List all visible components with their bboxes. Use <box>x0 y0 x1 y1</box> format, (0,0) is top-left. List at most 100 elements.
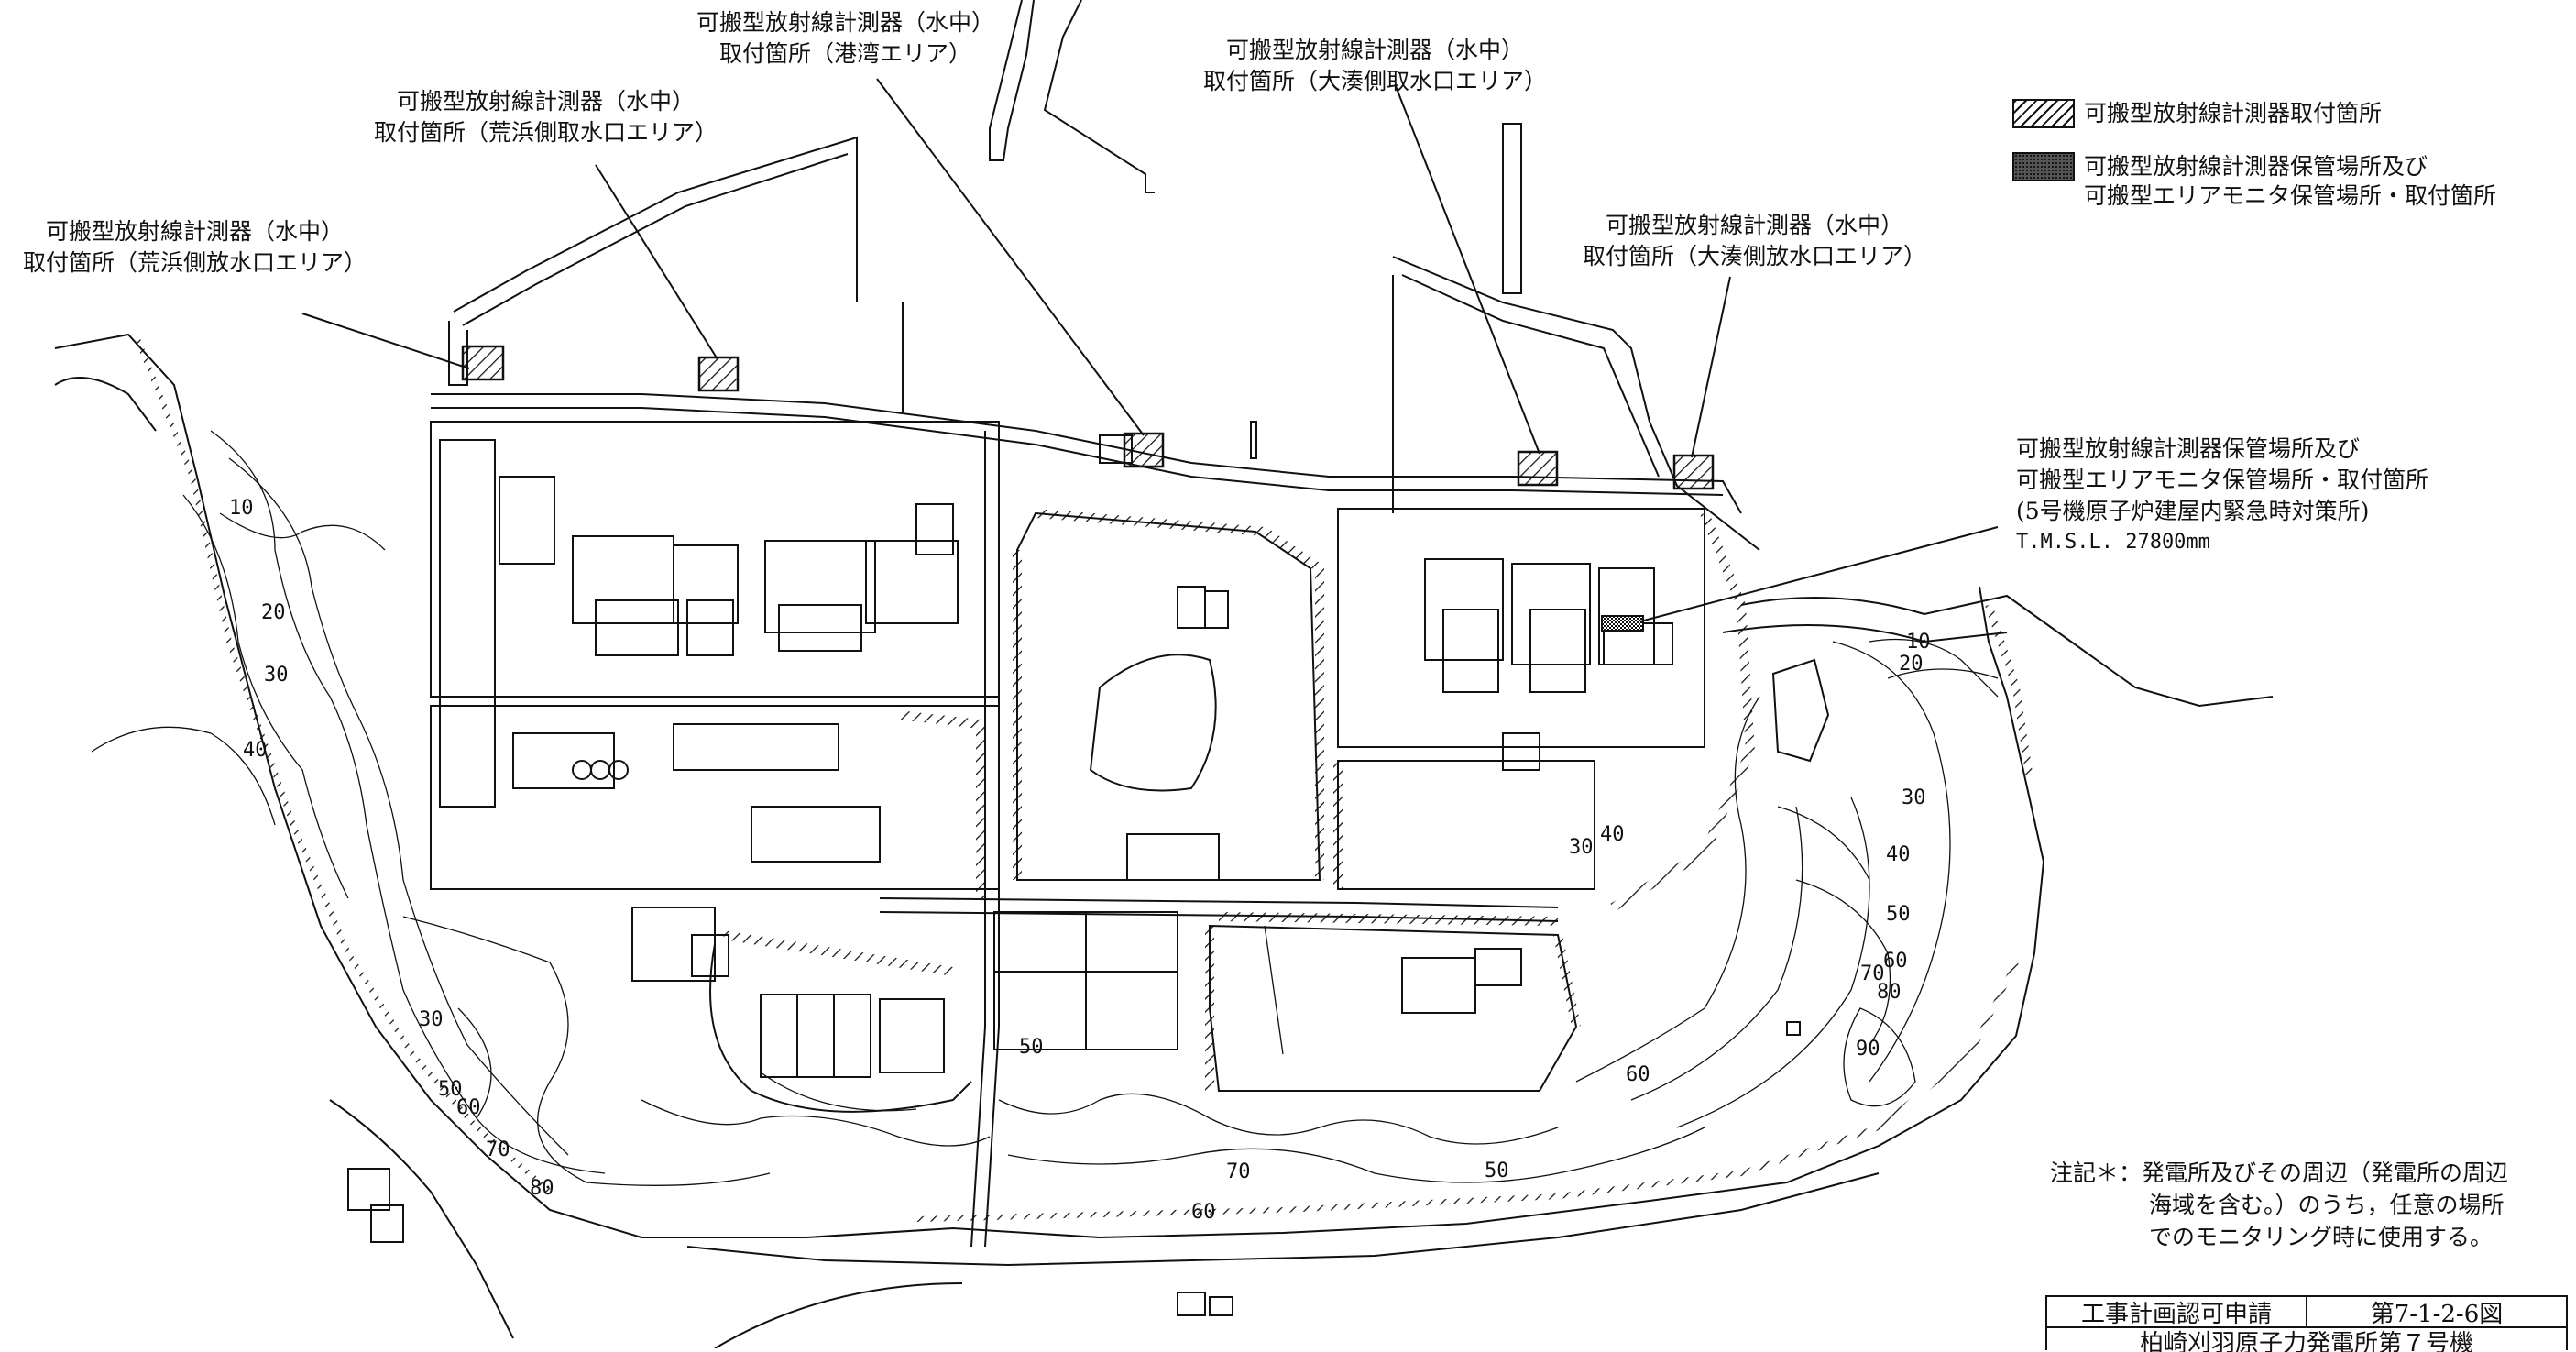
leader-storage <box>1639 526 1999 622</box>
central-building-2 <box>1204 590 1229 629</box>
tank-3 <box>608 760 629 780</box>
reactor-building-4 <box>865 540 959 624</box>
contour-label: 90 <box>1856 1038 1880 1061</box>
label-storage: 可搬型放射線計測器保管場所及び 可搬型エリアモニタ保管場所・取付箇所 (5号機原… <box>2016 434 2428 558</box>
contour-label: 40 <box>1886 843 1911 866</box>
label-ominato-discharge-line1: 可搬型放射線計測器（水中） <box>1606 212 1904 238</box>
label-storage-line1: 可搬型放射線計測器保管場所及び <box>2016 435 2361 462</box>
label-harbor: 可搬型放射線計測器（水中） 取付箇所（港湾エリア） <box>696 7 994 70</box>
label-ominato-intake-line1: 可搬型放射線計測器（水中） <box>1226 37 1525 63</box>
southwest-road-loop <box>709 943 972 1113</box>
south-hatched-boundary <box>915 961 2019 1222</box>
contour-label: 40 <box>1600 823 1625 846</box>
legend-storage-label-1: 可搬型放射線計測器保管場所及び <box>2084 153 2428 180</box>
tank-1 <box>572 760 592 780</box>
contour-label: 60 <box>1626 1063 1650 1086</box>
contour-label: 30 <box>419 1008 444 1031</box>
reactor-building-5 <box>1424 558 1504 661</box>
contour-label: 30 <box>264 664 289 687</box>
title-block: 工事計画認可申請 第7-1-2-6図 柏崎刈羽原子力発電所第７号機 <box>2045 1295 2568 1352</box>
marker-harbor <box>1123 432 1165 468</box>
figure-number: 第7-1-2-6図 <box>2306 1297 2566 1328</box>
marker-ominato-discharge <box>1672 454 1715 490</box>
central-facility <box>1126 833 1220 881</box>
site-roads-and-structures <box>347 393 1830 1316</box>
leader-arahama-intake <box>595 164 718 360</box>
east-pier <box>1502 123 1522 294</box>
contour-label: 50 <box>1886 903 1911 926</box>
marker-ominato-intake <box>1517 450 1559 487</box>
label-arahama-intake-line2: 取付箇所（荒浜側取水口エリア） <box>374 119 718 146</box>
label-ominato-intake-line2: 取付箇所（大湊側取水口エリア） <box>1203 68 1548 94</box>
grid-lot-2 <box>760 994 871 1078</box>
title-block-row1: 工事計画認可申請 第7-1-2-6図 <box>2047 1297 2566 1328</box>
application-label: 工事計画認可申請 <box>2080 1300 2272 1328</box>
label-harbor-line1: 可搬型放射線計測器（水中） <box>696 9 995 36</box>
contour-label: 50 <box>1485 1160 1509 1182</box>
contour-label: 30 <box>1902 786 1926 809</box>
east-support-area <box>1337 760 1595 890</box>
label-storage-line3: (5号機原子炉建屋内緊急時対策所) <box>2016 498 2370 524</box>
leader-ominato-intake <box>1395 85 1540 455</box>
s-lot-2 <box>1209 1296 1233 1316</box>
label-arahama-discharge: 可搬型放射線計測器（水中） 取付箇所（荒浜側放水口エリア） <box>23 216 367 279</box>
east-breakwater-inner <box>1401 274 1660 478</box>
plant-name: 柏崎刈羽原子力発電所第７号機 <box>2139 1330 2473 1352</box>
marker-arahama-discharge <box>461 345 505 381</box>
coastline-and-land <box>54 333 2274 1348</box>
legend-installation: 可搬型放射線計測器取付箇所 <box>2012 99 2382 128</box>
west-lot-2 <box>631 907 716 982</box>
reactor-building-2 <box>673 544 739 624</box>
west-lot <box>439 439 496 808</box>
contour-label: 80 <box>530 1177 554 1200</box>
contour-label: 10 <box>229 497 254 520</box>
marker-arahama-intake <box>697 356 740 392</box>
grid-lot-3 <box>879 998 945 1073</box>
legend-dot-swatch <box>2012 152 2075 181</box>
support-bldg-2 <box>673 723 839 771</box>
contour-lines <box>91 430 1999 1186</box>
east-hill-structure <box>1771 658 1830 763</box>
east-road <box>1740 594 2274 708</box>
footnote-line1: 注記＊：発電所及びその周辺（発電所の周辺 <box>2050 1160 2509 1186</box>
turbine-building-3 <box>778 604 862 652</box>
s-lot-1 <box>1177 1292 1206 1316</box>
legend-storage: 可搬型放射線計測器保管場所及び 可搬型エリアモニタ保管場所・取付箇所 <box>2012 152 2496 211</box>
east-hill-marker <box>1786 1021 1801 1036</box>
leader-arahama-discharge <box>301 313 470 369</box>
contour-label: 30 <box>1569 836 1594 859</box>
leader-ominato-discharge <box>1691 276 1731 458</box>
reactor-building-1 <box>572 535 674 624</box>
unit-block-east <box>1337 508 1705 748</box>
footnote-line3: でのモニタリング時に使用する。 <box>2149 1224 2494 1250</box>
contour-label: 60 <box>1191 1201 1216 1224</box>
label-ominato-discharge-line2: 取付箇所（大湊側放水口エリア） <box>1583 243 1927 269</box>
east-lower-bldg <box>1401 957 1476 1014</box>
turbine-building-6 <box>1529 609 1586 693</box>
label-arahama-intake-line1: 可搬型放射線計測器（水中） <box>397 88 696 115</box>
northern-shore <box>54 377 157 432</box>
contour-label: 70 <box>1860 962 1885 985</box>
small-sea-post <box>1250 421 1257 459</box>
contour-label: 60 <box>456 1096 481 1119</box>
leader-lines <box>301 78 1999 622</box>
harbor-jetty-2 <box>1043 0 1155 193</box>
contour-label: 60 <box>1883 950 1908 973</box>
contour-label: 10 <box>1906 631 1931 654</box>
sw-lot-1 <box>347 1168 390 1211</box>
north-south-road <box>970 431 986 1248</box>
central-building <box>1177 586 1206 629</box>
contour-label: 70 <box>486 1138 510 1161</box>
west-breakwater <box>453 136 858 313</box>
harbor-jetty <box>989 0 1035 161</box>
site-boundary <box>54 333 2045 1239</box>
legend-installation-label: 可搬型放射線計測器取付箇所 <box>2084 100 2383 126</box>
aux-building-1 <box>499 476 555 565</box>
contour-label: 20 <box>261 601 286 624</box>
reactor-building-3 <box>764 540 876 633</box>
west-hatched-boundary <box>135 337 552 1194</box>
footnote: 注記＊：発電所及びその周辺（発電所の周辺 海域を含む。）のうち，任意の場所 での… <box>2050 1157 2508 1253</box>
label-arahama-discharge-line2: 取付箇所（荒浜側放水口エリア） <box>23 249 367 276</box>
label-harbor-line2: 取付箇所（港湾エリア） <box>719 40 972 67</box>
